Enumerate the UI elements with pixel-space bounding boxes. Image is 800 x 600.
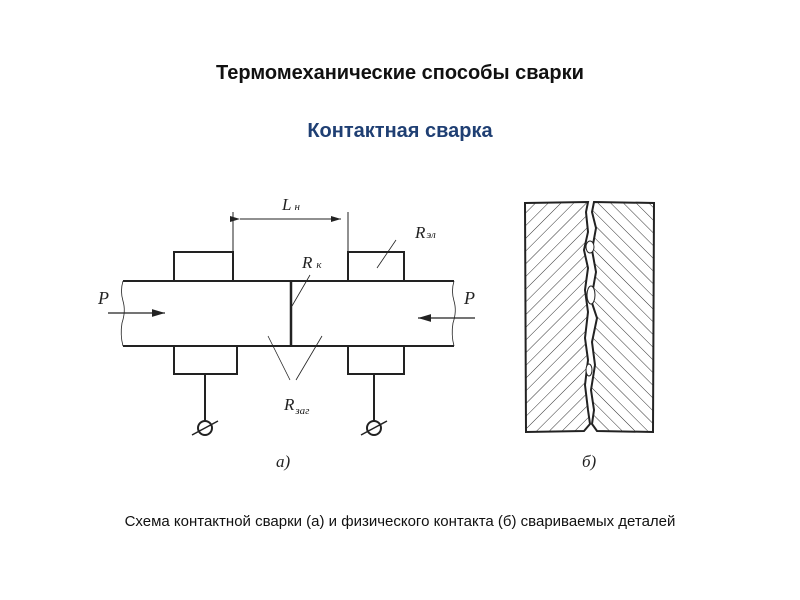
terminal-left <box>197 420 213 436</box>
figure-caption: Схема контактной сварки (а) и физическог… <box>124 513 676 530</box>
label-R-el: Rэл <box>414 223 436 242</box>
electrode-bottom-right <box>347 345 405 375</box>
diagram-b <box>523 200 656 434</box>
slide-subtitle: Контактная сварка <box>307 120 493 142</box>
diagram-a <box>108 212 475 436</box>
label-P-right: P <box>463 288 475 308</box>
caption-a: а) <box>276 452 291 471</box>
electrode-top-right <box>347 251 405 282</box>
terminal-right <box>366 420 382 436</box>
electrode-bottom-left <box>173 345 238 375</box>
caption-b: б) <box>582 452 597 471</box>
label-P-left: P <box>97 288 109 308</box>
electrode-top-left <box>173 251 234 282</box>
slide-title: Термомеханические способы сварки <box>216 62 584 84</box>
label-R-zag: Rзаг <box>283 395 310 417</box>
